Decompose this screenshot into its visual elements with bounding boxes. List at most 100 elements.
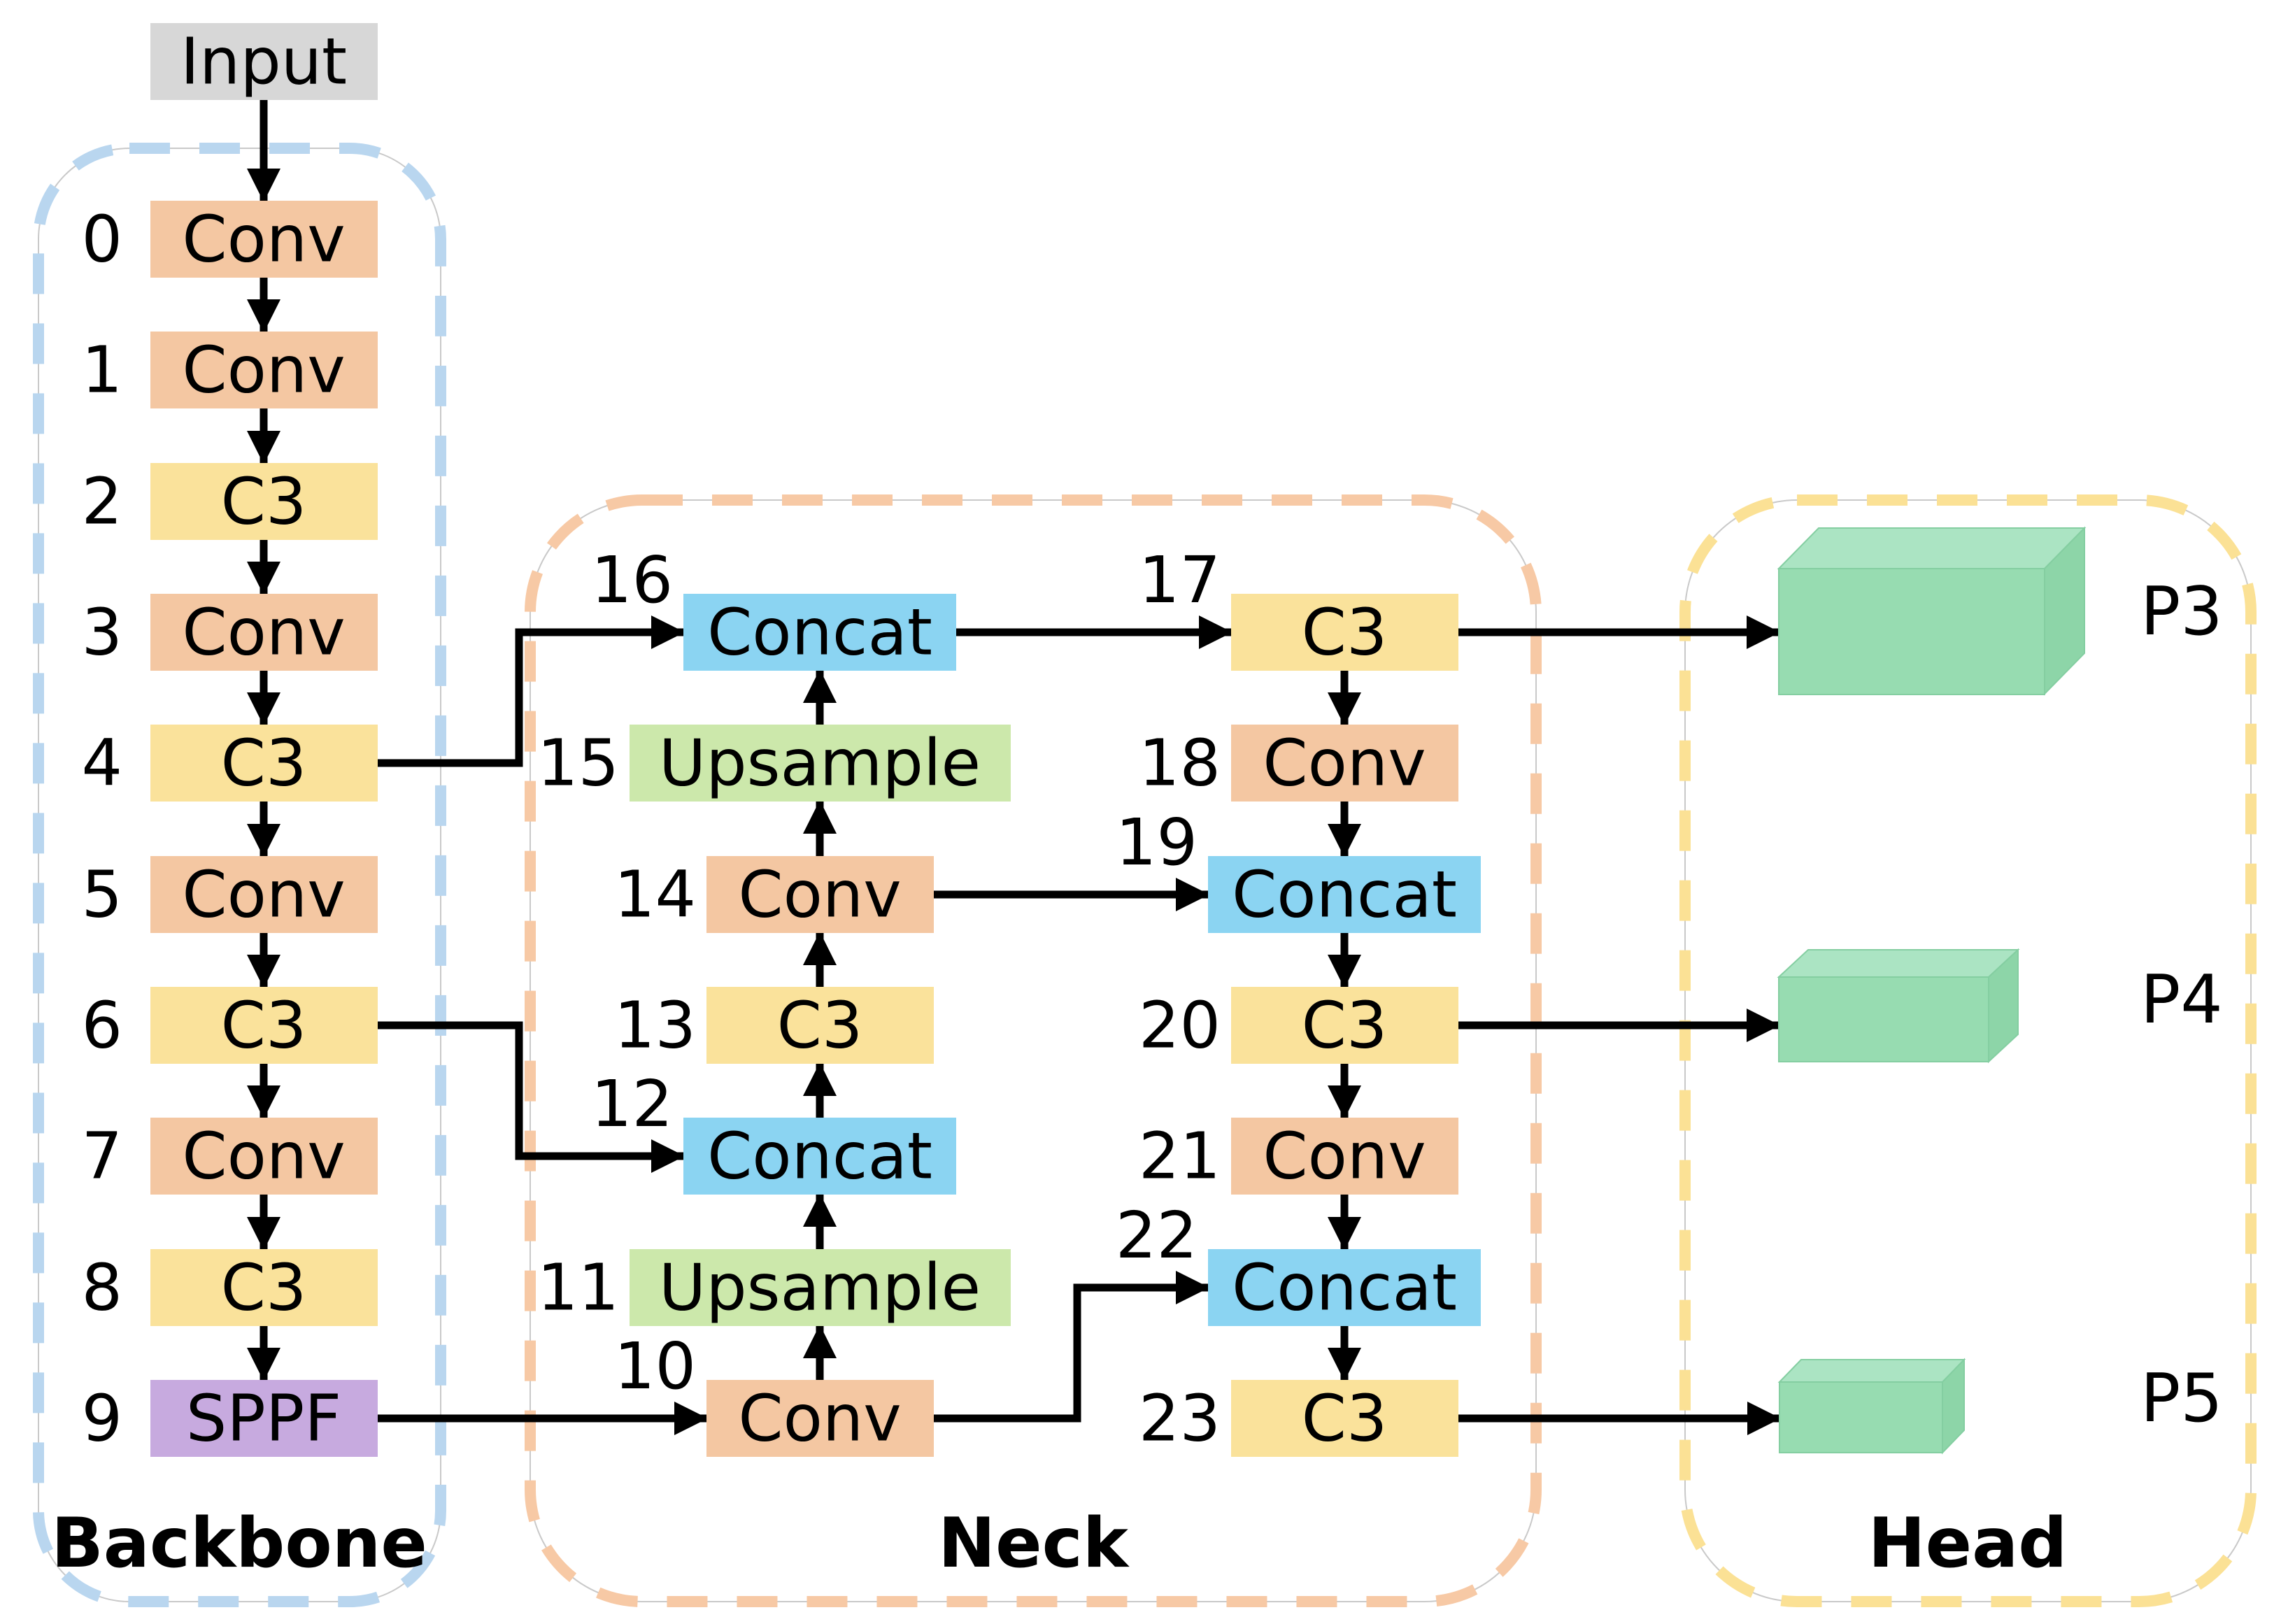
- connector-4-to-16: [378, 615, 685, 767]
- node-box: [706, 856, 934, 933]
- node-box: [150, 1249, 378, 1326]
- node-number: 17: [1139, 543, 1221, 618]
- node-label: Conv: [182, 595, 345, 670]
- node-number: 5: [81, 857, 122, 932]
- node-4-c3: C3 4: [81, 725, 378, 802]
- node-0-conv: Conv 0: [81, 201, 378, 278]
- node-box: [150, 1380, 378, 1457]
- p4-front-face: [1778, 976, 1989, 1062]
- node-label: Conv: [182, 333, 345, 408]
- node-label: C3: [221, 988, 307, 1063]
- node-9-sppf: SPPF 9: [81, 1380, 378, 1457]
- node-label: Concat: [1232, 857, 1457, 932]
- node-input: Input: [150, 23, 378, 100]
- p3-cuboid: P3: [1777, 526, 2223, 696]
- node-box: [150, 332, 378, 408]
- node-box: [150, 463, 378, 540]
- node-label: SPPF: [186, 1381, 341, 1456]
- node-label: C3: [221, 464, 307, 539]
- node-10-conv: Conv 10: [614, 1329, 934, 1457]
- node-box: [150, 1118, 378, 1195]
- backbone-label: Backbone: [51, 1504, 427, 1583]
- node-box: [683, 1118, 956, 1195]
- input-box: [150, 23, 378, 100]
- node-box: [706, 1380, 934, 1457]
- node-5-conv: Conv 5: [81, 856, 378, 933]
- node-number: 0: [81, 202, 122, 277]
- node-7-conv: Conv 7: [81, 1118, 378, 1195]
- node-box: [1231, 594, 1458, 671]
- node-number: 1: [81, 333, 122, 408]
- node-number: 23: [1139, 1381, 1221, 1456]
- node-number: 6: [81, 988, 122, 1063]
- node-8-c3: C3 8: [81, 1249, 378, 1326]
- backbone-section-border: [33, 143, 446, 1607]
- backbone-section: Backbone: [33, 143, 446, 1607]
- node-box: [1231, 1380, 1458, 1457]
- node-number: 13: [614, 988, 696, 1063]
- node-number: 18: [1139, 726, 1221, 801]
- node-box: [630, 1249, 1011, 1326]
- p5-top-face: [1777, 1359, 1966, 1383]
- node-20-c3: C3 20: [1139, 987, 1458, 1064]
- node-13-c3: C3 13: [614, 987, 934, 1064]
- node-label: C3: [221, 726, 307, 801]
- node-number: 8: [81, 1251, 122, 1325]
- node-box: [1208, 1249, 1481, 1326]
- p3-top-face: [1777, 527, 2087, 569]
- node-23-c3: C3 23: [1139, 1380, 1458, 1457]
- node-number: 15: [537, 726, 619, 801]
- p4-label: P4: [2140, 962, 2223, 1039]
- node-11-upsample: Upsample 11: [537, 1249, 1011, 1326]
- connector-10-to-22: [934, 1271, 1209, 1423]
- node-label: C3: [1302, 988, 1388, 1063]
- horizontal-arrows: [378, 615, 1781, 1435]
- node-number: 22: [1116, 1198, 1198, 1273]
- node-number: 11: [537, 1251, 619, 1325]
- neck-section-border: [525, 494, 1542, 1607]
- p4-top-face: [1777, 949, 2020, 978]
- node-17-c3: C3 17: [1139, 543, 1458, 671]
- node-14-conv: Conv 14: [614, 856, 934, 933]
- node-label: Conv: [182, 857, 345, 932]
- node-box: [630, 725, 1011, 802]
- node-label: C3: [221, 1251, 307, 1325]
- node-number: 3: [81, 595, 122, 670]
- node-box: [706, 987, 934, 1064]
- node-label: Conv: [738, 857, 901, 932]
- connector-6-to-12: [378, 1021, 685, 1173]
- node-label: Upsample: [659, 1251, 981, 1325]
- node-box: [150, 987, 378, 1064]
- node-16-concat: Concat 16: [591, 543, 956, 671]
- node-label: Upsample: [659, 726, 981, 801]
- node-18-conv: Conv 18: [1139, 725, 1458, 802]
- node-label: Concat: [1232, 1251, 1457, 1325]
- head-section: Head: [1679, 494, 2257, 1607]
- node-2-c3: C3 2: [81, 463, 378, 540]
- node-6-c3: C3 6: [81, 987, 378, 1064]
- node-label: Conv: [182, 202, 345, 277]
- node-box: [1231, 1118, 1458, 1195]
- node-number: 19: [1116, 805, 1198, 880]
- node-box: [1208, 856, 1481, 933]
- node-box: [150, 725, 378, 802]
- node-box: [150, 594, 378, 671]
- p3-label: P3: [2140, 574, 2223, 650]
- head-section-border: [1679, 494, 2257, 1607]
- node-box: [150, 856, 378, 933]
- input-label: Input: [180, 24, 347, 99]
- node-number: 7: [81, 1119, 122, 1194]
- node-number: 16: [591, 543, 673, 618]
- node-number: 21: [1139, 1119, 1221, 1194]
- node-label: Concat: [707, 1119, 932, 1194]
- p5-front-face: [1779, 1381, 1943, 1453]
- node-number: 9: [81, 1381, 122, 1456]
- neck-section: Neck: [525, 494, 1542, 1607]
- neck-label: Neck: [938, 1504, 1130, 1583]
- node-label: Conv: [738, 1381, 901, 1456]
- node-label: C3: [1302, 595, 1388, 670]
- p5-cuboid: P5: [1777, 1358, 2223, 1455]
- head-label: Head: [1868, 1504, 2068, 1583]
- skip-connectors: [378, 615, 1209, 1423]
- node-label: C3: [1302, 1381, 1388, 1456]
